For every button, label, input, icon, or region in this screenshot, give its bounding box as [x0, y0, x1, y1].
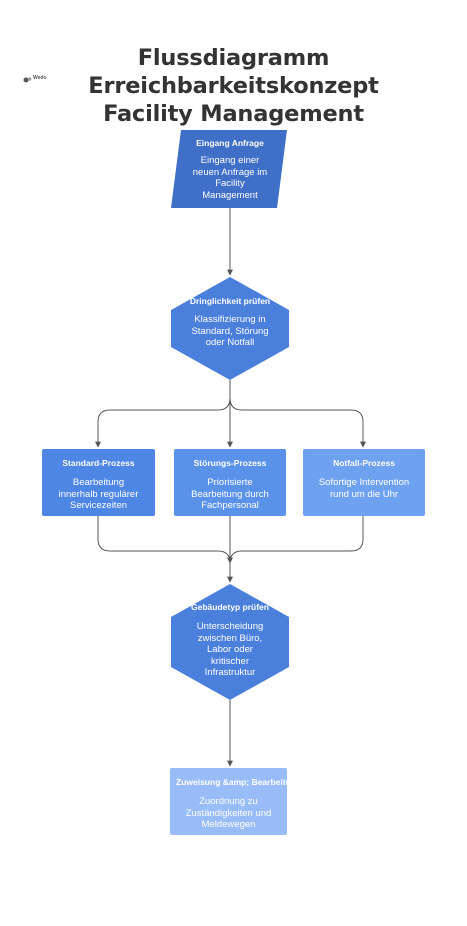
node-standard-body: Bearbeitung innerhalb regulärer Servicez…: [58, 477, 139, 511]
node-eingang-title: Eingang Anfrage: [196, 138, 264, 148]
diagram-title: Flussdiagramm Erreichbarkeitskonzept Fac…: [0, 44, 467, 128]
node-gebaeude: Gebäudetyp prüfen Unterscheidung zwische…: [171, 602, 289, 679]
node-stoerung: Störungs-Prozess Priorisierte Bearbeitun…: [174, 458, 286, 512]
node-zuweisung-title: Zuweisung &amp; Bearbeitung: [176, 777, 287, 787]
node-gebaeude-body: Unterscheidung zwischen Büro, Labor oder…: [196, 621, 264, 678]
node-standard: Standard-Prozess Bearbeitung innerhalb r…: [42, 458, 155, 512]
node-notfall: Notfall-Prozess Sofortige Intervention r…: [303, 458, 425, 500]
connector-dringlichkeit-notfall: [229, 397, 366, 448]
zuweisung-shape: [170, 768, 287, 835]
node-gebaeude-title: Gebäudetyp prüfen: [191, 602, 269, 612]
connector-notfall-gebaeude: [229, 516, 364, 564]
node-zuweisung-body: Zuordnung zu Zuständigkeiten und Meldewe…: [185, 796, 272, 830]
node-dringlichkeit-title: Dringlichkeit prüfen: [189, 296, 271, 306]
node-eingang-body: Eingang einer neuen Anfrage im Facility …: [192, 155, 268, 201]
title-line-1: Flussdiagramm Erreichbarkeitskonzept: [88, 45, 379, 99]
gebaeude-shape: [171, 584, 289, 700]
connector-dringlichkeit-standard: [95, 380, 231, 448]
node-dringlichkeit: Dringlichkeit prüfen Klassifizierung in …: [171, 296, 289, 349]
standard-shape: [42, 449, 155, 516]
dringlichkeit-shape: [171, 277, 289, 380]
connector-standard-gebaeude: [97, 516, 233, 564]
node-notfall-body: Sofortige Intervention rund um die Uhr: [318, 477, 410, 500]
notfall-shape: [303, 449, 425, 516]
logo: Wedo: [23, 75, 53, 85]
node-eingang: Eingang Anfrage Eingang einer neuen Anfr…: [178, 138, 282, 201]
node-stoerung-body: Priorisierte Bearbeitung durch Fachperso…: [191, 477, 269, 511]
logo-mark-icon: [23, 77, 32, 83]
node-zuweisung: Zuweisung &amp; Bearbeitung Zuordnung zu…: [170, 777, 287, 831]
eingang-shape: [171, 130, 287, 208]
stoerung-shape: [174, 449, 286, 516]
node-standard-title: Standard-Prozess: [62, 458, 135, 468]
node-notfall-title: Notfall-Prozess: [333, 458, 395, 468]
logo-text: Wedo: [33, 75, 47, 81]
title-line-2: Facility Management: [103, 101, 364, 127]
node-dringlichkeit-body: Klassifizierung in Standard, Störung ode…: [191, 314, 269, 348]
node-stoerung-title: Störungs-Prozess: [193, 458, 267, 468]
